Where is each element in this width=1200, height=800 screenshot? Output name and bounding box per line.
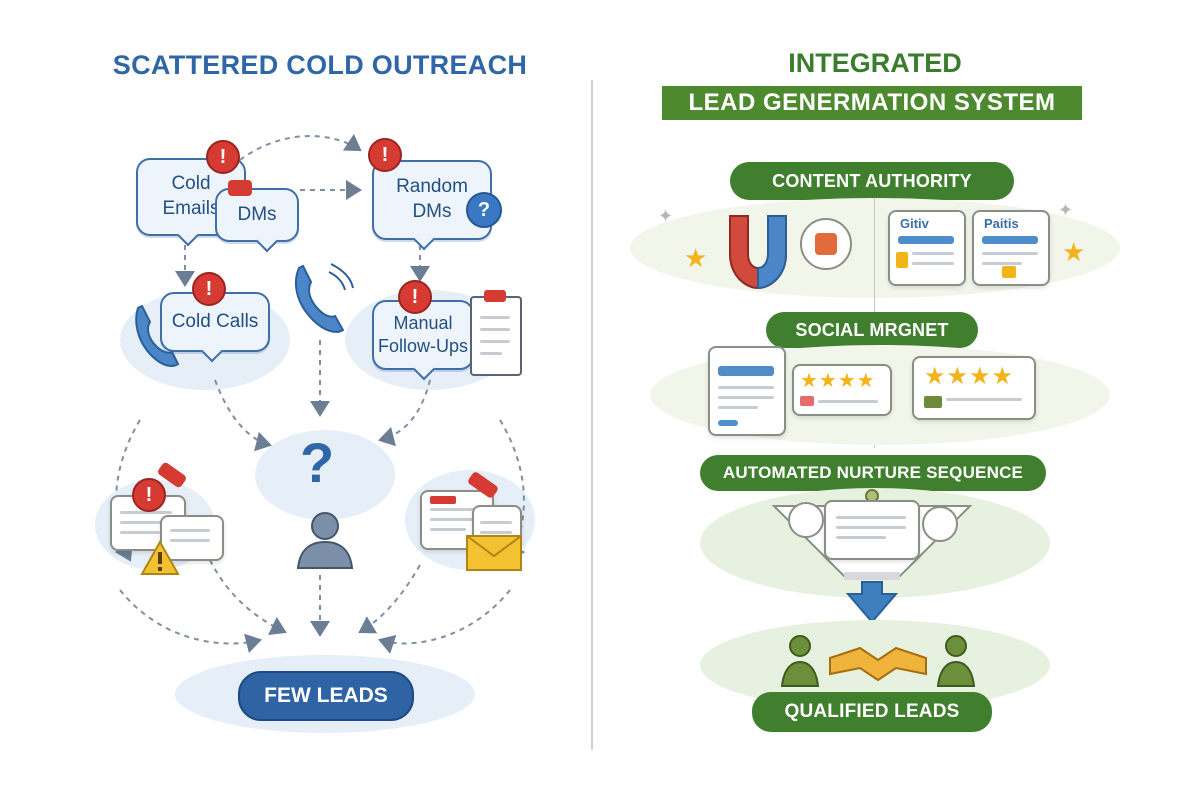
- question-badge-icon: ?: [466, 192, 502, 228]
- alert-glyph: !: [411, 285, 419, 308]
- arrow-right-to-leads: [358, 564, 421, 634]
- manual-followups-bubble: Manual Follow-Ups: [372, 300, 474, 370]
- question-mark-glyph: ?: [300, 431, 335, 494]
- arrow-emails-to-dms: [239, 133, 362, 161]
- content-card-2-label: Paitis: [984, 216, 1019, 231]
- cold-emails-alert-icon: !: [206, 140, 240, 174]
- confused-user-icon: [296, 512, 354, 569]
- dms-bubble: DMs: [215, 188, 299, 242]
- review-card-1: ★★★★: [792, 364, 892, 416]
- random-dms-label: Random DMs: [396, 176, 468, 222]
- followups-alert-icon: !: [398, 280, 432, 314]
- left-docs-alert-icon: !: [132, 478, 166, 512]
- review-card-2: ★★★★: [912, 356, 1036, 420]
- arrow-left-to-leads: [209, 559, 287, 635]
- left-doc-card-2: [160, 515, 224, 561]
- phone-center-icon: [295, 263, 354, 333]
- question-mark-icon: ?: [300, 430, 334, 495]
- magnet-icon: [729, 215, 787, 290]
- alert-glyph: !: [381, 143, 389, 166]
- content-card-1-label: Gitiv: [900, 216, 929, 231]
- alert-glyph: !: [219, 145, 227, 168]
- warning-triangle-icon: [140, 540, 180, 575]
- dms-label: DMs: [237, 203, 277, 225]
- question-blob: [255, 430, 395, 520]
- alert-glyph: !: [145, 483, 153, 506]
- center-divider: [591, 80, 593, 750]
- phone-left-icon: [135, 304, 180, 367]
- nurture-email-card: [824, 500, 920, 560]
- nurture-avatar-right: [922, 506, 958, 542]
- automated-nurture-pill: AUTOMATED NURTURE SEQUENCE: [700, 455, 1046, 491]
- star-icon-left: ★: [684, 243, 709, 273]
- content-badge-icon: [800, 218, 852, 270]
- handshake-group-icon: [780, 635, 976, 687]
- review-stars-1: ★★★★: [800, 370, 876, 392]
- right-subtitle: LEAD GENERMATION SYSTEM: [662, 86, 1082, 120]
- nurture-avatar-left: [788, 502, 824, 538]
- alert-glyph: !: [205, 277, 213, 300]
- question-glyph: ?: [477, 198, 491, 221]
- clipboard-icon: [470, 290, 522, 376]
- envelope-icon: [466, 535, 522, 571]
- social-doc-card: [708, 346, 786, 436]
- arrow-far-left-to-leads: [119, 589, 262, 654]
- random-dms-alert-icon: !: [368, 138, 402, 172]
- arrow-calls-to-question: [214, 379, 272, 452]
- qualified-leads-pill: QUALIFIED LEADS: [752, 692, 992, 732]
- envelope-red-icon: [228, 180, 252, 196]
- social-magnet-pill: SOCIAL MRGNET: [766, 312, 978, 348]
- few-leads-badge: FEW LEADS: [238, 671, 414, 721]
- arrow-far-right-to-leads: [378, 589, 511, 654]
- cold-emails-label: Cold Emails: [162, 173, 220, 219]
- review-stars-2: ★★★★: [924, 363, 1015, 390]
- sparkle-icon: ✦: [1058, 200, 1074, 220]
- cold-calls-label: Cold Calls: [171, 310, 259, 332]
- manual-followups-label: Manual Follow-Ups: [377, 312, 469, 356]
- star-icon-right: ★: [1062, 237, 1087, 267]
- left-title: SCATTERED COLD OUTREACH: [112, 50, 528, 80]
- arrow-followups-to-question: [378, 379, 431, 447]
- sparkle-icon-left: ✦: [658, 206, 674, 226]
- content-card-1: Gitiv: [888, 210, 966, 286]
- content-authority-pill: CONTENT AUTHORITY: [730, 162, 1014, 200]
- right-title: INTEGRATED: [788, 48, 962, 78]
- cold-calls-alert-icon: !: [192, 272, 226, 306]
- content-card-2: Paitis: [972, 210, 1050, 286]
